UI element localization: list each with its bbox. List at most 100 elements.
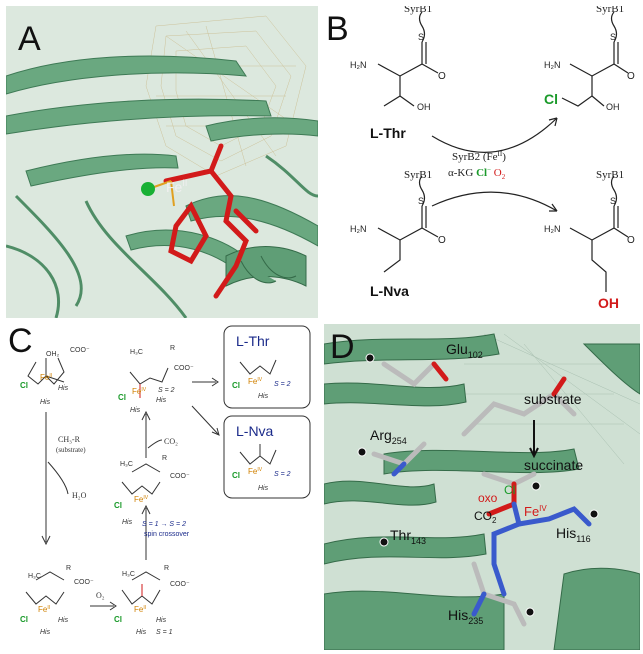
box-thr-his: His bbox=[258, 393, 269, 400]
box-nva-his: His bbox=[258, 485, 269, 492]
panel-b-label: B bbox=[326, 10, 349, 48]
chloride-sphere bbox=[141, 182, 155, 196]
d-oxo: oxo bbox=[478, 491, 498, 505]
box-thr-fe: FeIV bbox=[248, 377, 263, 386]
state-5 bbox=[129, 367, 169, 398]
d-co2: CO2 bbox=[474, 509, 497, 525]
thr-product bbox=[561, 11, 629, 107]
arrow-thr bbox=[431, 117, 558, 153]
state-2 bbox=[25, 571, 65, 605]
c-fe-1: FeII bbox=[40, 373, 52, 382]
c-spin-eq: S = 1 → S = 2 bbox=[142, 521, 186, 528]
d-thr: Thr143 bbox=[390, 527, 426, 546]
d-mesh bbox=[464, 333, 640, 465]
nva-molecule bbox=[377, 175, 439, 273]
nva-o: O bbox=[438, 235, 446, 246]
d-succinate: succinate bbox=[524, 457, 583, 473]
c-o2: O₂ bbox=[96, 591, 105, 600]
c-r-2: R bbox=[66, 565, 71, 572]
d-his235: His235 bbox=[448, 607, 483, 626]
c-fe-4: FeIV bbox=[134, 495, 149, 504]
state-4 bbox=[121, 463, 161, 495]
box-nva-s2: S = 2 bbox=[274, 471, 291, 478]
c-fe-2: FeII bbox=[38, 605, 50, 614]
c-cl-2: Cl bbox=[20, 615, 28, 624]
c-coo-1: COO⁻ bbox=[70, 347, 90, 354]
c-coo-3: COO⁻ bbox=[170, 581, 190, 588]
thr-product-s: S bbox=[610, 32, 616, 42]
c-cl-3: Cl bbox=[114, 615, 122, 624]
c-r-5: R bbox=[170, 345, 175, 352]
panel-c-label: C bbox=[8, 322, 33, 360]
panel-a: FeII A bbox=[6, 6, 318, 318]
c-coo-5: COO⁻ bbox=[174, 365, 194, 372]
d-fe: FeIV bbox=[524, 504, 547, 519]
c-water: H₂O bbox=[72, 491, 87, 500]
c-s2-5: S = 2 bbox=[158, 387, 175, 394]
c-fe-3: FeII bbox=[134, 605, 146, 614]
thr-o: O bbox=[438, 71, 446, 82]
panel-b: B SyrB1 S O H₂N OH L-Thr SyrB1 S O H₂N bbox=[322, 6, 640, 318]
c-r-3: R bbox=[164, 565, 169, 572]
c-his-3b: His bbox=[136, 629, 147, 636]
c-cl-4: Cl bbox=[114, 501, 122, 510]
c-substrate-note: (substrate) bbox=[56, 446, 86, 454]
c-fe-5: FeIV bbox=[132, 387, 147, 396]
c-oh2: OH₂ bbox=[46, 351, 60, 358]
nva-product-s: S bbox=[610, 196, 616, 206]
box-nva bbox=[223, 415, 311, 499]
c-cl-1: Cl bbox=[20, 381, 28, 390]
panel-c: C OH₂ COO⁻ FeII Cl His His CH₃-R (substr… bbox=[6, 322, 318, 650]
arrow-nva bbox=[431, 191, 558, 212]
thr-product-carrier: SyrB1 bbox=[596, 6, 624, 15]
c-co2: CO₂ bbox=[164, 437, 178, 446]
d-glu: Glu102 bbox=[446, 341, 483, 360]
cofactor-label: α-KG Cl− O2 bbox=[448, 166, 506, 181]
c-cl-5: Cl bbox=[118, 393, 126, 402]
thr-name: L-Thr bbox=[370, 125, 406, 141]
thr-product-nh2: H₂N bbox=[544, 60, 561, 70]
state-3 bbox=[121, 571, 161, 605]
nva-s: S bbox=[418, 196, 424, 206]
thr-product-o: O bbox=[627, 71, 635, 82]
c-r-4: R bbox=[162, 455, 167, 462]
panel-d-label: D bbox=[330, 328, 355, 366]
c-h3c-2: H₃C bbox=[28, 573, 41, 580]
enzyme-label: SyrB2 (FeII) bbox=[452, 150, 506, 163]
catalytic-cycle: OH₂ COO⁻ FeII Cl His His CH₃-R (substrat… bbox=[20, 325, 311, 636]
c-spin-crossover: spin crossover bbox=[144, 531, 190, 538]
c-s1: S = 1 bbox=[156, 629, 173, 636]
c-h3c-4: H₃C bbox=[120, 461, 133, 468]
box-nva-label: L-Nva bbox=[236, 423, 274, 439]
fe-label-a: FeII bbox=[166, 178, 187, 195]
d-dots bbox=[357, 353, 599, 617]
nva-carrier: SyrB1 bbox=[404, 169, 432, 181]
active-site-d: Glu102 substrate Arg254 succinate oxo Cl… bbox=[324, 324, 640, 650]
c-h3c-5: H₃C bbox=[130, 349, 143, 356]
d-his116: His116 bbox=[556, 525, 591, 544]
box-nva-cl: Cl bbox=[232, 471, 240, 480]
beta-strands bbox=[6, 55, 318, 279]
nva-nh2: H₂N bbox=[350, 224, 367, 234]
box-nva-fe: FeIV bbox=[248, 467, 263, 476]
thr-s: S bbox=[418, 32, 424, 42]
panel-d: Glu102 substrate Arg254 succinate oxo Cl… bbox=[324, 324, 640, 650]
c-his-4: His bbox=[122, 519, 133, 526]
nva-product-o: O bbox=[627, 235, 635, 246]
d-substrate: substrate bbox=[524, 391, 582, 407]
c-his-2a: His bbox=[58, 617, 69, 624]
nva-name: L-Nva bbox=[370, 283, 409, 299]
oh-atom: OH bbox=[598, 295, 619, 311]
box-thr-s2: S = 2 bbox=[274, 381, 291, 388]
nva-product-nh2: H₂N bbox=[544, 224, 561, 234]
reaction-scheme: SyrB1 S O H₂N OH L-Thr SyrB1 S O H₂N OH … bbox=[350, 6, 635, 311]
box-thr bbox=[223, 325, 311, 409]
thr-nh2: H₂N bbox=[350, 60, 367, 70]
protein-structure-a: FeII bbox=[6, 6, 318, 318]
c-substrate: CH₃-R bbox=[58, 435, 81, 444]
c-his-1b: His bbox=[40, 399, 51, 406]
c-his-5a: His bbox=[156, 397, 167, 404]
helix bbox=[225, 246, 307, 287]
box-thr-cl: Cl bbox=[232, 381, 240, 390]
loops bbox=[6, 154, 318, 318]
